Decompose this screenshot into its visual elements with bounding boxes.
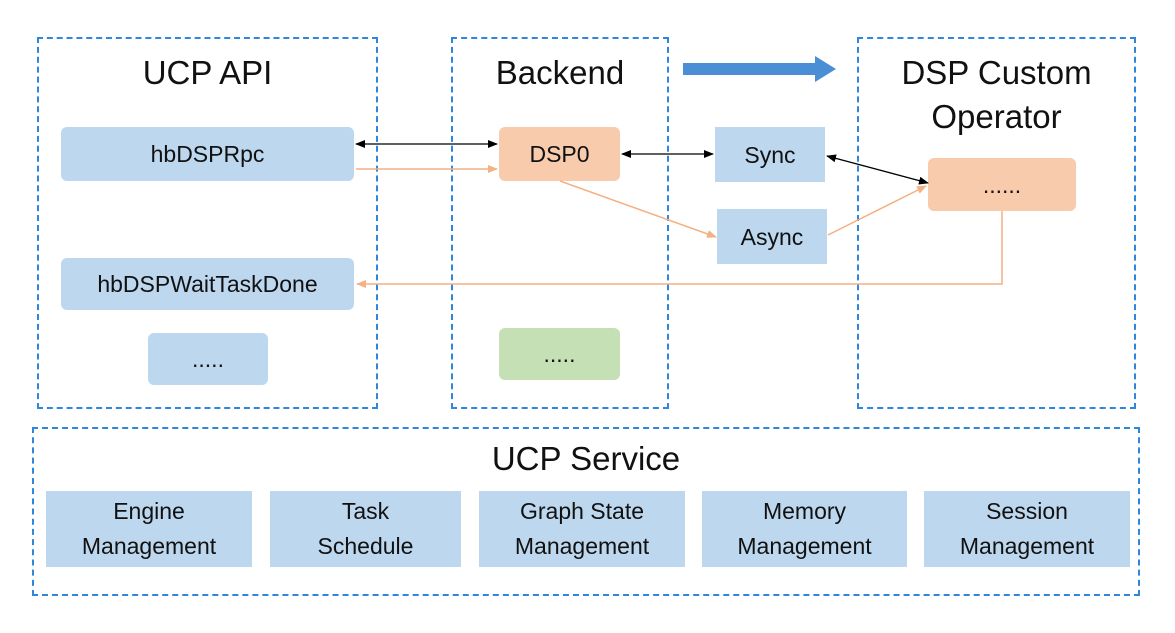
flow-direction-arrow [683, 56, 836, 82]
engine-management-box: Engine Management [46, 491, 252, 567]
memory-management-line2: Management [737, 533, 872, 559]
async-box: Async [717, 209, 827, 264]
hbdspwaittaskdone-box: hbDSPWaitTaskDone [61, 258, 354, 310]
session-management-line1: Session [986, 498, 1068, 524]
dsp-custom-operator-group: DSP Custom Operator [857, 37, 1136, 409]
dsp-custom-operator-title-line1: DSP Custom [901, 54, 1092, 91]
task-schedule-line1: Task [341, 498, 390, 524]
dsp0-box: DSP0 [499, 127, 620, 181]
hbdsprpc-box: hbDSPRpc [61, 127, 354, 181]
dsp0-async-orange-arrow [559, 180, 717, 238]
graph-state-management-line2: Management [514, 533, 650, 559]
task-schedule-line2: Schedule [317, 533, 414, 559]
session-management-line2: Management [959, 533, 1095, 559]
sync-box: Sync [715, 127, 825, 182]
sync-operator-bidirectional-arrow [826, 154, 929, 185]
backend-group: Backend [451, 37, 669, 409]
ucp-api-title: UCP API [142, 54, 273, 91]
session-management-box: Session Management [924, 491, 1130, 567]
graph-state-management-line1: Graph State [519, 498, 645, 524]
custom-operator-box: ...... [928, 158, 1076, 211]
backend-title: Backend [495, 54, 625, 91]
memory-management-box: Memory Management [702, 491, 907, 567]
ucp-api-more-box: ..... [148, 333, 268, 385]
ucp-service-title: UCP Service [491, 440, 681, 477]
ucp-service-group: UCP Service [32, 427, 1140, 596]
task-schedule-box: Task Schedule [270, 491, 461, 567]
async-operator-orange-arrow [827, 185, 927, 236]
backend-more-box: ..... [499, 328, 620, 380]
memory-management-line1: Memory [762, 498, 847, 524]
dsp-custom-operator-title-line2: Operator [931, 98, 1062, 135]
operator-waittaskdone-orange-arrow [356, 211, 1003, 288]
engine-management-line1: Engine [113, 498, 185, 524]
graph-state-management-box: Graph State Management [479, 491, 685, 567]
ucp-api-group: UCP API [37, 37, 378, 409]
engine-management-line2: Management [81, 533, 217, 559]
